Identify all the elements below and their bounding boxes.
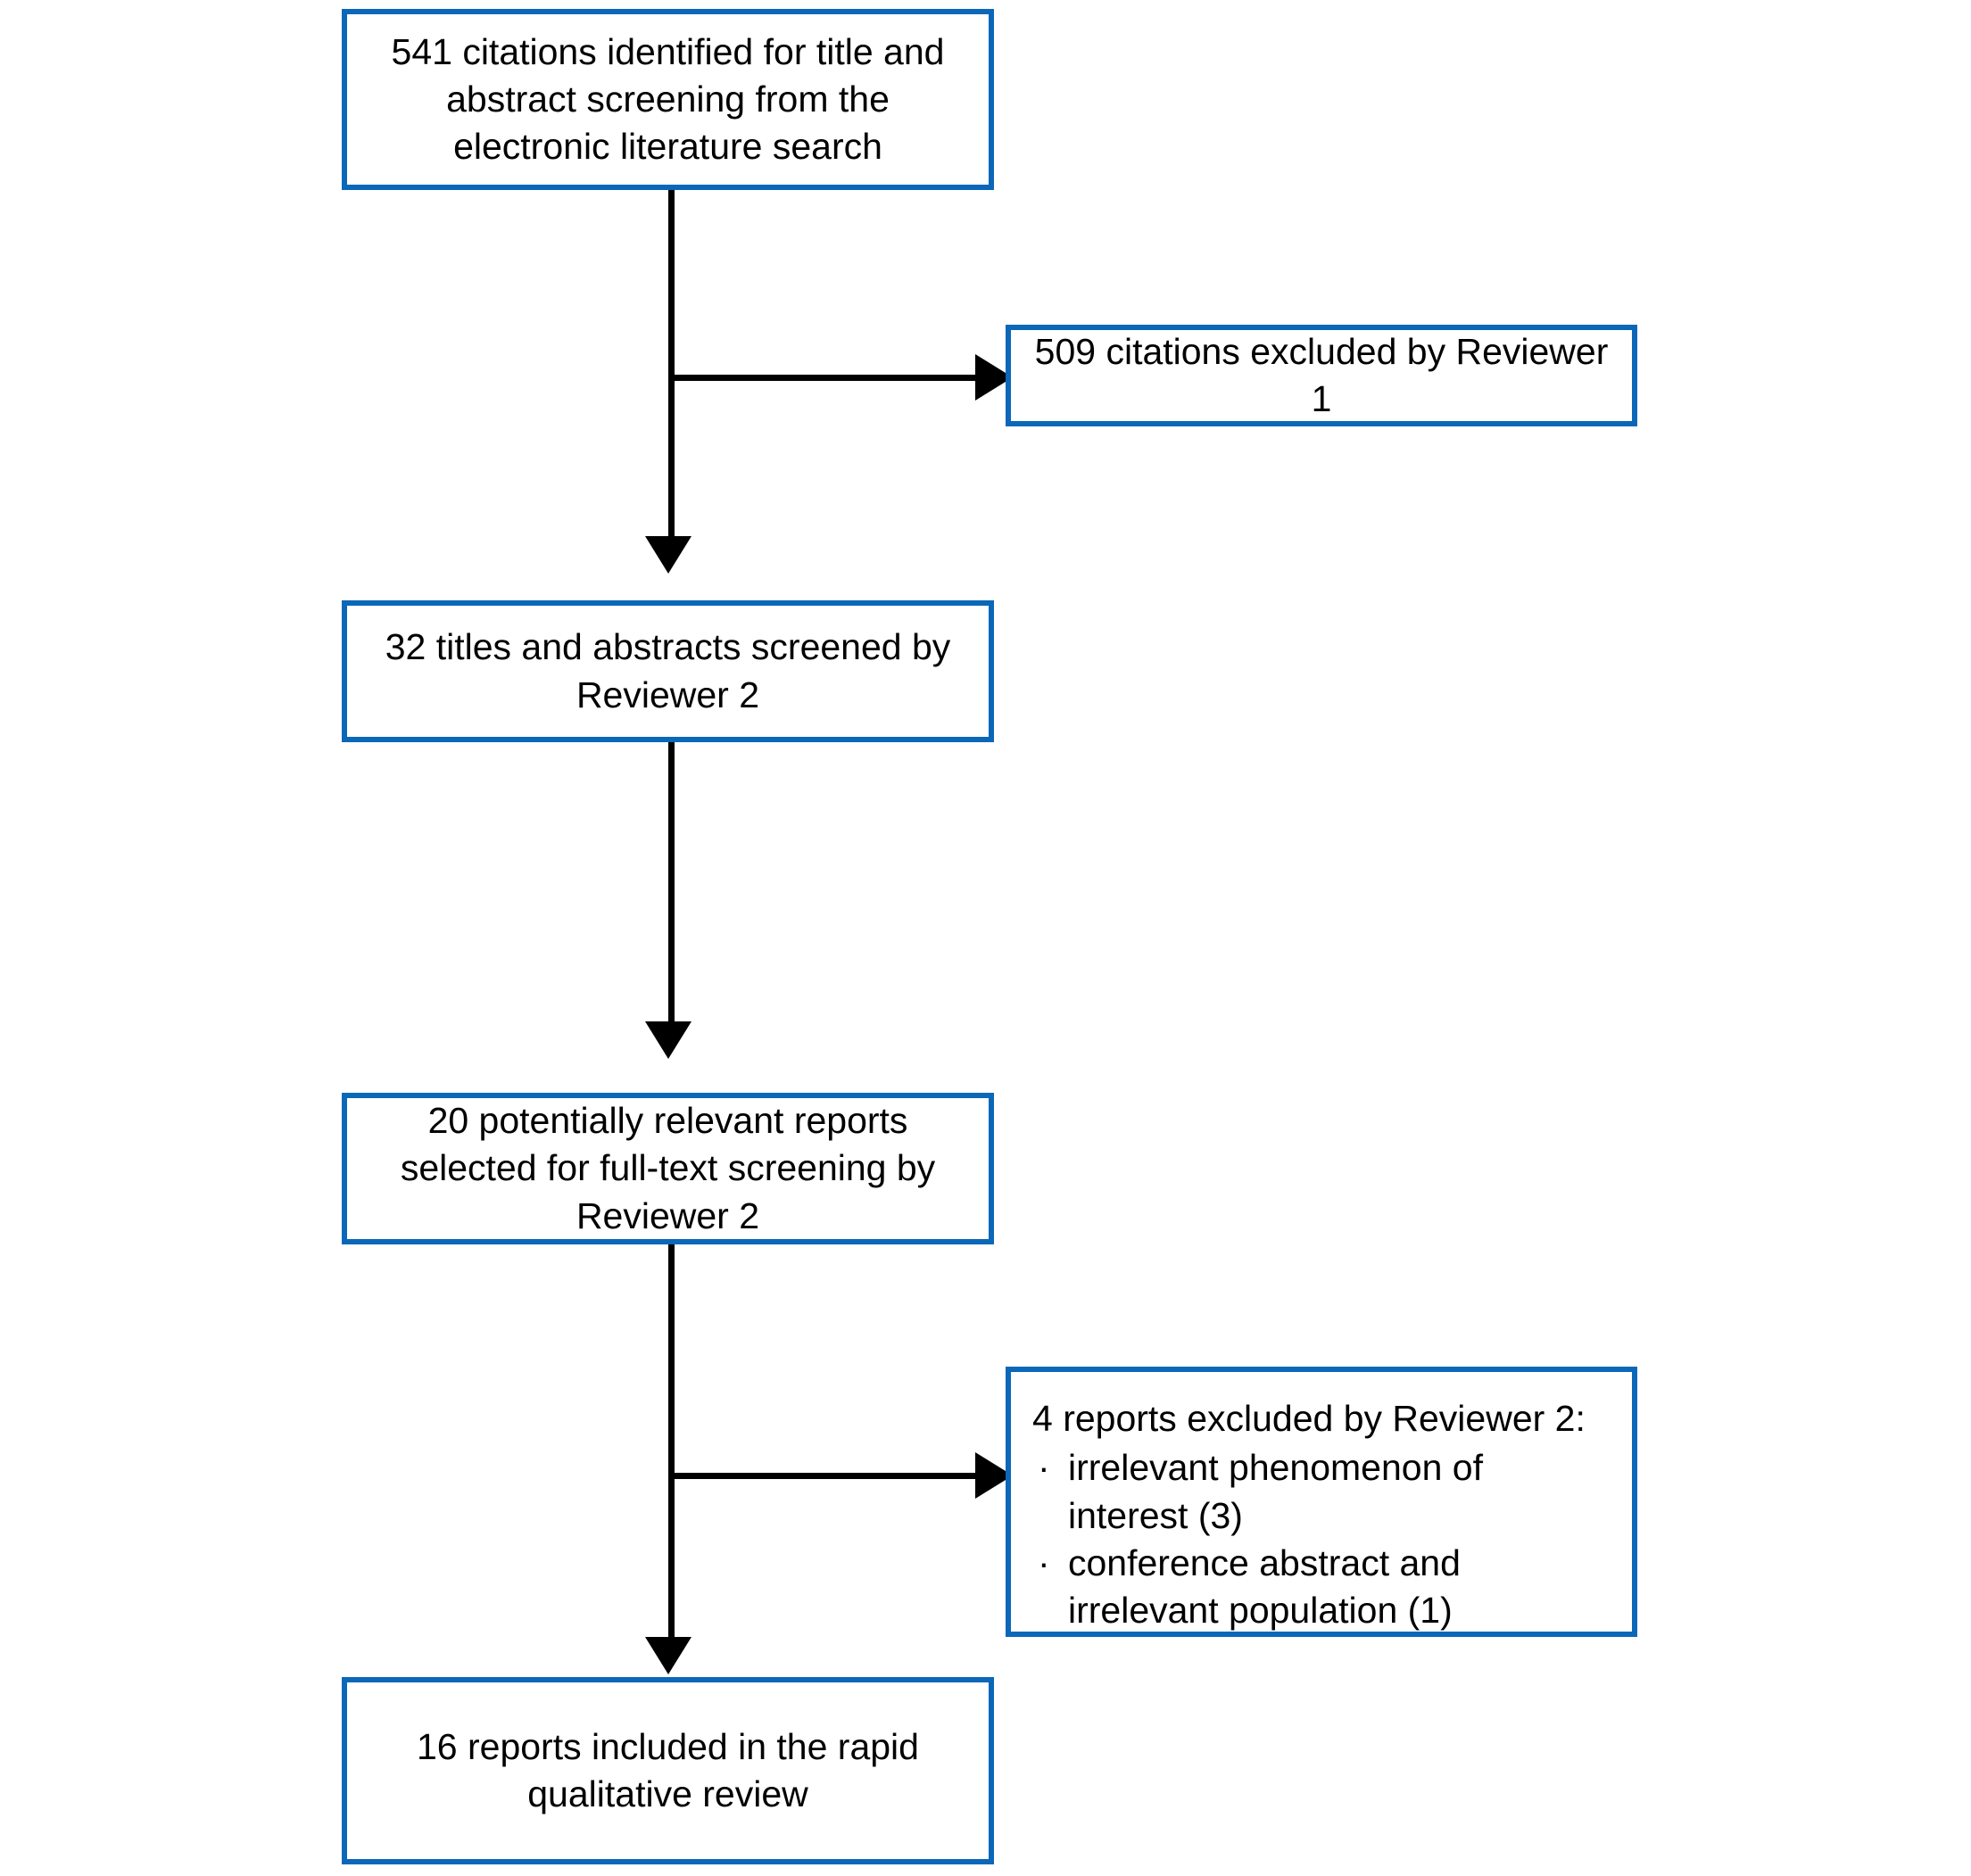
- exclusion-reason-list: · irrelevant phenomenon of interest (3) …: [1032, 1444, 1611, 1634]
- node-citations-identified-label: 541 citations identified for title and a…: [391, 30, 945, 168]
- node-reports-included-label: 16 reports included in the rapid qualita…: [417, 1725, 919, 1814]
- arrowhead-down-to-included: [645, 1637, 692, 1674]
- connector-branch-to-excluded-reviewer1: [671, 375, 981, 381]
- arrowhead-down-to-fulltext: [645, 1021, 692, 1059]
- exclusion-reason-text: conference abstract and irrelevant popul…: [1068, 1541, 1461, 1632]
- connector-identified-to-screened-stem: [668, 190, 675, 540]
- bullet-icon: ·: [1038, 1541, 1050, 1583]
- node-excluded-reviewer1-label: 509 citations excluded by Reviewer 1: [1034, 330, 1609, 419]
- node-titles-abstracts-screened-label: 32 titles and abstracts screened by Revi…: [385, 626, 951, 715]
- node-excluded-reviewer2: 4 reports excluded by Reviewer 2: · irre…: [1006, 1367, 1637, 1637]
- exclusion-reason-item: · irrelevant phenomenon of interest (3): [1032, 1444, 1611, 1540]
- node-potentially-relevant-reports: 20 potentially relevant reports selected…: [342, 1093, 994, 1244]
- node-potentially-relevant-reports-label: 20 potentially relevant reports selected…: [400, 1100, 936, 1236]
- exclusion-reason-item: · conference abstract and irrelevant pop…: [1032, 1540, 1611, 1635]
- node-citations-identified: 541 citations identified for title and a…: [342, 9, 994, 190]
- bullet-icon: ·: [1038, 1447, 1050, 1489]
- node-excluded-reviewer1: 509 citations excluded by Reviewer 1: [1006, 325, 1637, 426]
- connector-screened-to-fulltext-stem: [668, 742, 675, 1025]
- node-titles-abstracts-screened: 32 titles and abstracts screened by Revi…: [342, 600, 994, 742]
- connector-branch-to-excluded-reviewer2: [671, 1473, 981, 1479]
- arrowhead-down-to-screened: [645, 536, 692, 574]
- node-excluded-reviewer2-heading: 4 reports excluded by Reviewer 2:: [1032, 1398, 1586, 1439]
- node-reports-included: 16 reports included in the rapid qualita…: [342, 1677, 994, 1864]
- connector-fulltext-to-included-stem: [668, 1244, 675, 1640]
- exclusion-reason-text: irrelevant phenomenon of interest (3): [1068, 1447, 1483, 1536]
